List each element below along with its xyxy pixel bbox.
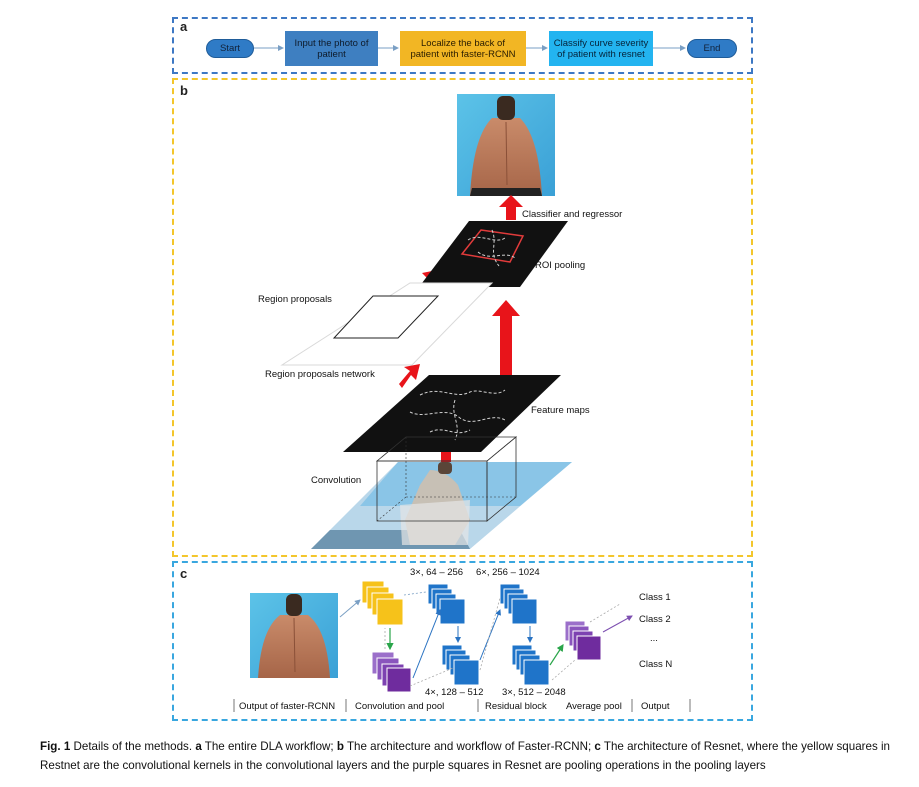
footer-convolution-pool: Convolution and pool (355, 701, 445, 712)
patient-back-photo-c (250, 593, 338, 678)
blue-stack-4 (511, 644, 550, 686)
panel-b-frame (172, 78, 753, 557)
step3-line2: of patient with resnet (557, 48, 645, 60)
purple-pool-stack-2 (564, 620, 602, 661)
classifier-label: Classifier and regressor (522, 209, 623, 220)
blue-stack-3 (499, 583, 538, 625)
rpn-label: Region proposals network (265, 369, 375, 380)
caption-a: a (195, 740, 202, 753)
bottom-label-2: 3×, 512 – 2048 (502, 687, 566, 698)
region-proposals-label: Region proposals (258, 294, 332, 305)
region-proposals-plane (280, 282, 494, 366)
start-node: Start (206, 39, 254, 58)
roi-pooling-label: ROI pooling (535, 260, 586, 271)
footer-average-pool: Average pool (566, 701, 622, 712)
footer-output: Output (641, 701, 670, 712)
panel-c-frame (172, 561, 753, 721)
footer-output-faster-rcnn: Output of faster-RCNN (239, 701, 336, 712)
feature-maps-plane (343, 375, 561, 452)
caption-a-text: The entire DLA workflow; (201, 740, 337, 753)
end-node: End (687, 39, 737, 58)
step1-line1: Input the photo of (294, 37, 369, 49)
bottom-label-1: 4×, 128 – 512 (425, 687, 484, 698)
blue-stack-2 (441, 644, 480, 686)
step3-line1: Classify curve severity (553, 37, 649, 49)
panel-a-label: a (180, 19, 188, 34)
caption-b-text: The architecture and workflow of Faster-… (343, 740, 595, 753)
start-label: Start (219, 43, 241, 54)
roi-pooling-map (419, 221, 568, 287)
step2-line1: Localize the back of (421, 37, 505, 49)
yellow-conv-stack (361, 580, 404, 626)
feature-maps-label: Feature maps (531, 405, 590, 416)
end-label: End (703, 43, 721, 54)
class-2-label: Class 2 (639, 614, 671, 625)
panel-b-label: b (180, 83, 188, 98)
blue-stack-1 (427, 583, 466, 625)
resnet-diagram (233, 580, 691, 712)
class-n-label: Class N (639, 659, 673, 670)
top-label-2: 6×, 256 – 1024 (476, 567, 540, 578)
caption-b: b (336, 740, 344, 753)
purple-pool-stack-1 (371, 651, 412, 693)
step2-line2: patient with faster-RCNN (410, 48, 516, 60)
footer-residual-block: Residual block (485, 701, 547, 712)
class-ellipsis: ... (650, 633, 658, 644)
patient-back-photo-top (457, 94, 555, 196)
top-label-1: 3×, 64 – 256 (410, 567, 464, 578)
caption-c: c (594, 740, 601, 753)
caption-c-text: The architecture of Resnet, where the ye… (40, 740, 890, 772)
step1-line2: patient (317, 48, 346, 60)
panel-c-label: c (180, 566, 188, 581)
panel-a-frame (172, 17, 753, 74)
figure-caption: Fig. 1 Details of the methods. a The ent… (40, 737, 890, 775)
caption-fig: Fig. 1 (40, 740, 71, 753)
convolution-label: Convolution (311, 475, 362, 486)
caption-intro: Details of the methods. (70, 740, 196, 753)
convolution-input (311, 436, 572, 549)
class-1-label: Class 1 (639, 592, 671, 603)
